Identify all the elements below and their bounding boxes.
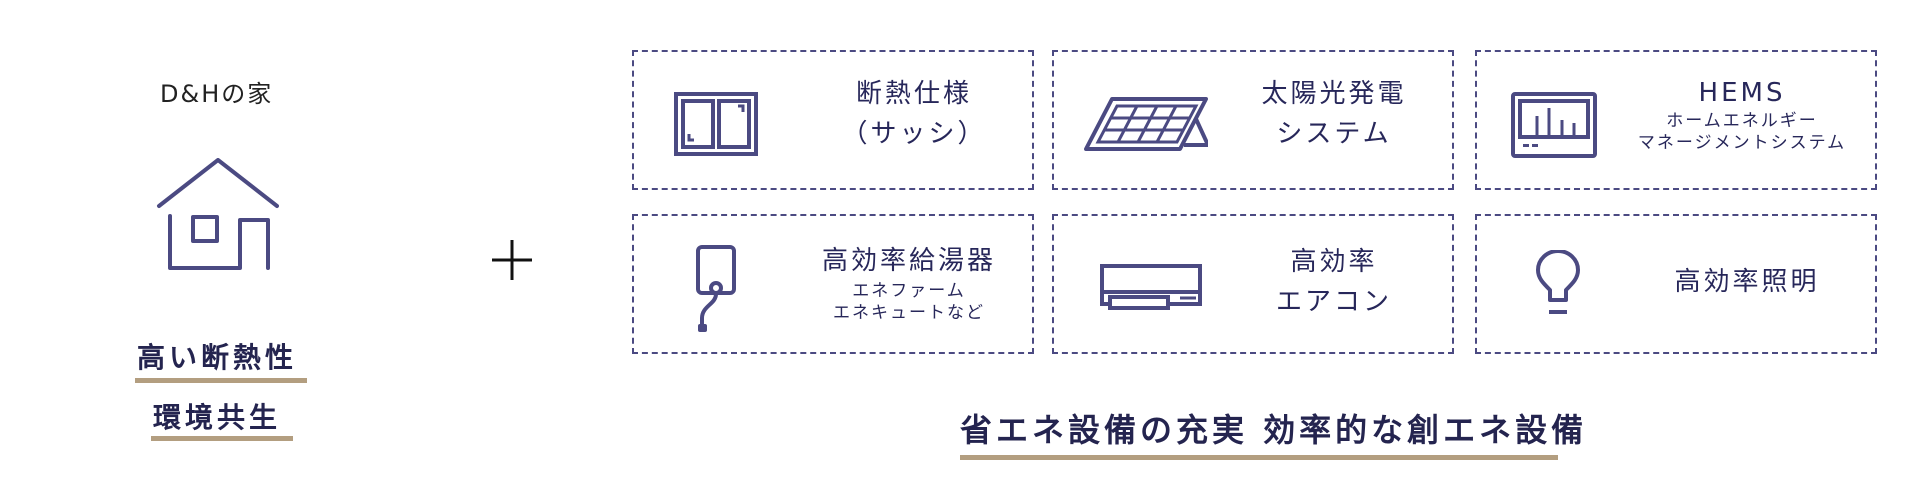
house-title: D&Hの家 — [160, 80, 274, 108]
light-bulb-icon — [1536, 250, 1580, 314]
card-title: HEMS — [1698, 78, 1786, 108]
card-title: 高効率 — [1290, 247, 1378, 277]
card-title-line2: システム — [1276, 119, 1392, 149]
card-subtitle: ホームエネルギー — [1666, 111, 1818, 131]
hems-monitor-icon — [1511, 92, 1597, 158]
card-efficient-lighting: 高効率照明 — [1475, 214, 1877, 354]
feature-high-insulation: 高い断熱性 — [136, 341, 297, 374]
feature-underline — [151, 436, 293, 441]
card-subtitle-line2: マネージメントシステム — [1637, 133, 1847, 153]
feature-underline — [135, 378, 307, 383]
card-title: 太陽光発電 — [1261, 79, 1407, 109]
card-air-conditioner: 高効率 エアコン — [1052, 214, 1454, 354]
equipment-summary-underline — [960, 455, 1558, 460]
feature-environment: 環境共生 — [152, 401, 281, 434]
water-heater-icon — [696, 245, 736, 332]
window-sash-icon — [674, 92, 758, 156]
card-title: 高効率給湯器 — [821, 246, 996, 276]
plus-icon — [492, 240, 532, 280]
card-water-heater: 高効率給湯器 エネファーム エネキュートなど — [632, 214, 1034, 354]
card-subtitle-line2: エネキュートなど — [833, 303, 985, 323]
card-insulation-sash: 断熱仕様 （サッシ） — [632, 50, 1034, 190]
card-solar-power: 太陽光発電 システム — [1052, 50, 1454, 190]
card-title: 高効率照明 — [1674, 267, 1820, 297]
house-icon — [157, 158, 279, 270]
card-title-line2: （サッシ） — [841, 119, 987, 149]
solar-panel-icon — [1084, 97, 1208, 151]
card-title-line2: エアコン — [1275, 287, 1392, 317]
card-hems: HEMS ホームエネルギー マネージメントシステム — [1475, 50, 1877, 190]
air-conditioner-icon — [1100, 264, 1202, 310]
card-subtitle: エネファーム — [852, 281, 966, 301]
equipment-summary-title: 省エネ設備の充実 効率的な創エネ設備 — [960, 411, 1588, 449]
card-title: 断熱仕様 — [855, 79, 972, 109]
